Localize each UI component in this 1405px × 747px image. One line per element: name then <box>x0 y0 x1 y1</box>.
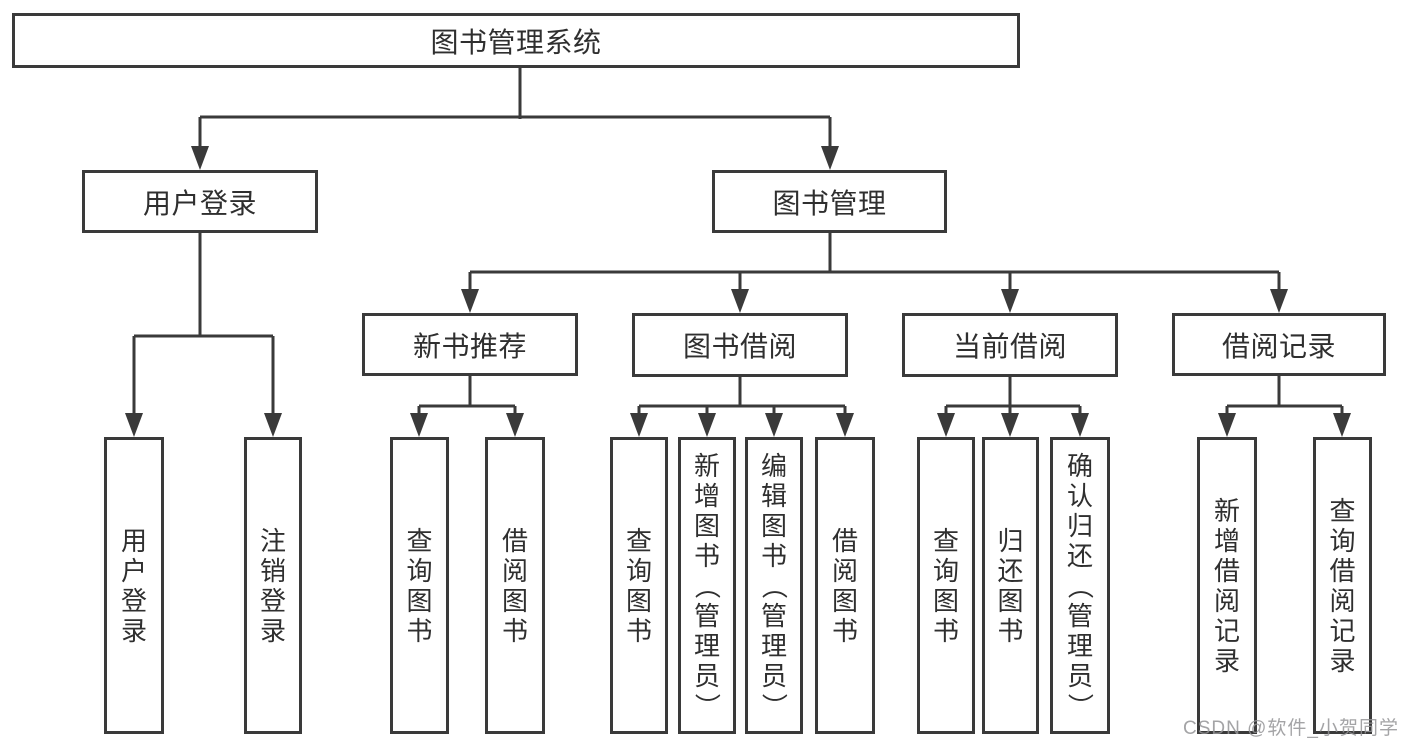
leaf-borrowing-borrow-book: 借阅图书 <box>815 437 875 734</box>
leaf-recommend-borrow-book: 借阅图书 <box>485 437 545 734</box>
leaf-edit-book-admin: 编辑图书（管理员） <box>745 437 803 734</box>
node-book-borrowing: 图书借阅 <box>632 313 848 377</box>
leaf-add-book-admin: 新增图书（管理员） <box>678 437 736 734</box>
node-user-login: 用户登录 <box>82 170 318 233</box>
node-root-label: 图书管理系统 <box>430 26 602 58</box>
leaf-current-query-book: 查询图书 <box>917 437 975 734</box>
leaf-add-borrow-record-label: 新增借阅记录 <box>1213 495 1240 676</box>
leaf-user-login-label: 用户登录 <box>120 525 147 646</box>
leaf-logout-label: 注销登录 <box>259 525 286 646</box>
leaf-recommend-query-book-label: 查询图书 <box>406 525 433 646</box>
leaf-borrowing-query-book-label: 查询图书 <box>625 525 652 646</box>
node-current-borrowing: 当前借阅 <box>902 313 1118 377</box>
node-user-login-label: 用户登录 <box>142 187 257 219</box>
leaf-current-query-book-label: 查询图书 <box>932 525 959 646</box>
leaf-return-book: 归还图书 <box>982 437 1039 734</box>
leaf-user-login: 用户登录 <box>104 437 164 734</box>
node-new-book-recommend: 新书推荐 <box>362 313 578 376</box>
node-book-borrowing-label: 图书借阅 <box>682 331 797 362</box>
node-current-borrowing-label: 当前借阅 <box>952 331 1067 362</box>
csdn-watermark: CSDN @软件_小贺同学 <box>1183 718 1399 739</box>
leaf-confirm-return-admin-label: 确认归还（管理员） <box>1064 450 1095 719</box>
leaf-edit-book-admin-label: 编辑图书（管理员） <box>758 450 789 719</box>
leaf-borrowing-query-book: 查询图书 <box>610 437 668 734</box>
leaf-logout: 注销登录 <box>244 437 302 734</box>
leaf-add-borrow-record: 新增借阅记录 <box>1197 437 1257 734</box>
node-root: 图书管理系统 <box>12 13 1020 68</box>
leaf-confirm-return-admin: 确认归还（管理员） <box>1050 437 1110 734</box>
leaf-add-book-admin-label: 新增图书（管理员） <box>691 450 722 719</box>
node-borrowing-records-label: 借阅记录 <box>1221 330 1336 362</box>
leaf-query-borrow-record-label: 查询借阅记录 <box>1329 495 1356 676</box>
leaf-recommend-query-book: 查询图书 <box>390 437 449 734</box>
leaf-return-book-label: 归还图书 <box>997 525 1024 646</box>
leaf-borrowing-borrow-book-label: 借阅图书 <box>831 525 858 646</box>
node-borrowing-records: 借阅记录 <box>1172 313 1386 376</box>
node-book-management: 图书管理 <box>712 170 947 233</box>
leaf-query-borrow-record: 查询借阅记录 <box>1313 437 1372 734</box>
node-book-management-label: 图书管理 <box>772 187 887 219</box>
leaf-recommend-borrow-book-label: 借阅图书 <box>501 525 528 646</box>
node-new-book-recommend-label: 新书推荐 <box>412 330 527 362</box>
